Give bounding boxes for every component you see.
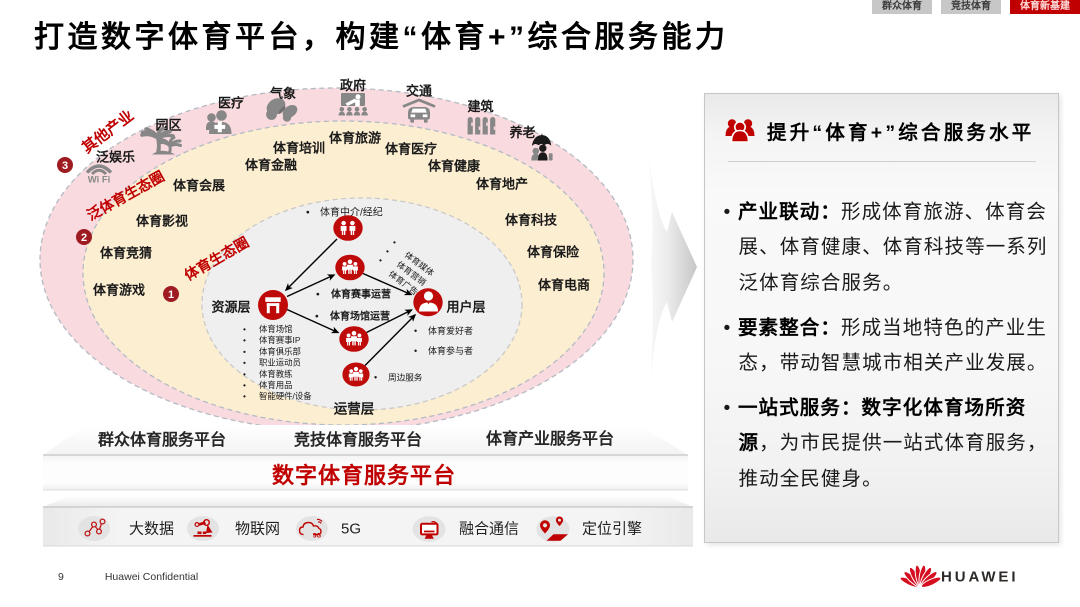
svg-text:体育保险: 体育保险 xyxy=(527,245,580,260)
svg-text:体育会展: 体育会展 xyxy=(173,178,226,193)
svg-text:智能硬件/设备: 智能硬件/设备 xyxy=(259,391,312,401)
svg-text:体育游戏: 体育游戏 xyxy=(93,283,145,298)
svg-text:5G: 5G xyxy=(313,534,321,540)
svg-text:泛娱乐: 泛娱乐 xyxy=(96,150,135,165)
svg-text:养老: 养老 xyxy=(508,125,535,140)
svg-text:体育参与者: 体育参与者 xyxy=(428,345,473,356)
svg-text:体育俱乐部: 体育俱乐部 xyxy=(259,346,301,356)
svg-text:数字体育服务平台: 数字体育服务平台 xyxy=(272,463,456,488)
svg-text:体育用品: 体育用品 xyxy=(259,380,293,390)
svg-text:•: • xyxy=(243,335,246,345)
svg-text:竞技体育服务平台: 竞技体育服务平台 xyxy=(294,430,422,449)
svg-text:•: • xyxy=(374,373,377,383)
svg-text:•: • xyxy=(414,346,417,356)
svg-text:体育爱好者: 体育爱好者 xyxy=(428,325,473,336)
svg-text:体育金融: 体育金融 xyxy=(245,158,297,173)
svg-text:融合通信: 融合通信 xyxy=(459,521,519,538)
svg-text:交通: 交通 xyxy=(406,84,432,99)
svg-text:运营层: 运营层 xyxy=(334,401,375,417)
svg-text:体育电商: 体育电商 xyxy=(538,278,590,293)
svg-text:物联网: 物联网 xyxy=(235,521,280,538)
svg-text:用户层: 用户层 xyxy=(445,300,485,315)
svg-text:•: • xyxy=(243,380,246,390)
svg-text:周边服务: 周边服务 xyxy=(388,372,423,383)
svg-text:职业运动员: 职业运动员 xyxy=(259,358,301,368)
svg-text:体育赛事运营: 体育赛事运营 xyxy=(331,288,391,301)
svg-text:•: • xyxy=(393,237,396,247)
svg-text:体育影视: 体育影视 xyxy=(136,214,188,229)
svg-text:2: 2 xyxy=(81,232,87,244)
svg-text:体育教练: 体育教练 xyxy=(259,369,293,379)
svg-text:•: • xyxy=(414,326,417,336)
svg-text:•: • xyxy=(379,255,382,265)
svg-text:气象: 气象 xyxy=(270,86,296,101)
svg-text:1: 1 xyxy=(168,289,174,301)
svg-text:体育产业服务平台: 体育产业服务平台 xyxy=(486,429,614,448)
svg-text:群众体育服务平台: 群众体育服务平台 xyxy=(98,430,226,449)
svg-text:Wi Fi: Wi Fi xyxy=(88,175,111,186)
svg-text:•: • xyxy=(315,311,319,323)
svg-text:体育旅游: 体育旅游 xyxy=(329,131,381,146)
svg-text:大数据: 大数据 xyxy=(129,521,174,538)
svg-text:•: • xyxy=(243,358,246,368)
svg-text:•: • xyxy=(243,324,246,334)
svg-text:HUAWEI: HUAWEI xyxy=(941,569,1018,586)
svg-text:•: • xyxy=(386,246,389,256)
svg-text:建筑: 建筑 xyxy=(467,99,493,114)
svg-text:3: 3 xyxy=(62,160,68,172)
svg-text:•: • xyxy=(243,391,246,401)
svg-text:体育医疗: 体育医疗 xyxy=(385,142,437,157)
svg-text:体育健康: 体育健康 xyxy=(428,159,481,174)
svg-text:体育场馆运营: 体育场馆运营 xyxy=(330,310,390,323)
svg-text:医疗: 医疗 xyxy=(218,96,244,111)
svg-text:政府: 政府 xyxy=(340,78,366,93)
svg-text:体育竞猜: 体育竞猜 xyxy=(100,246,152,261)
svg-text:•: • xyxy=(316,289,320,301)
svg-text:体育中介/经纪: 体育中介/经纪 xyxy=(320,206,383,219)
svg-text:•: • xyxy=(243,346,246,356)
svg-text:•: • xyxy=(243,369,246,379)
svg-text:体育培训: 体育培训 xyxy=(273,141,325,156)
svg-text:资源层: 资源层 xyxy=(211,300,250,315)
svg-text:体育地产: 体育地产 xyxy=(476,177,528,192)
svg-text:5G: 5G xyxy=(341,521,361,538)
svg-text:体育场馆: 体育场馆 xyxy=(259,324,293,334)
svg-text:定位引擎: 定位引擎 xyxy=(582,521,642,538)
svg-text:体育赛事IP: 体育赛事IP xyxy=(259,335,301,345)
svg-text:体育科技: 体育科技 xyxy=(505,213,558,228)
svg-text:•: • xyxy=(306,207,310,219)
